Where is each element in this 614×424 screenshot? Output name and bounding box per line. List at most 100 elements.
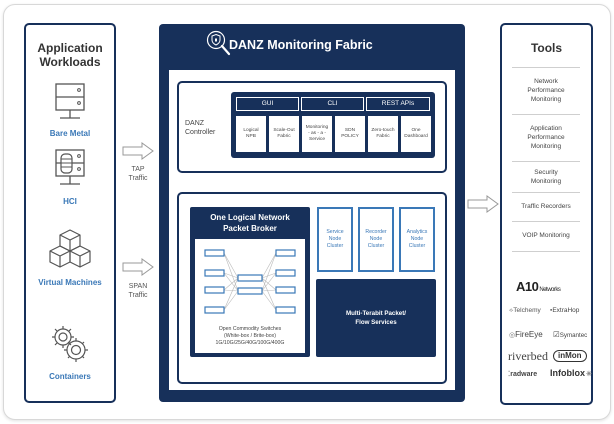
telchemy-text: Telchemy xyxy=(513,307,541,314)
tool-voip-monitoring: VOIP Monitoring xyxy=(522,231,570,239)
logical-npb-panel: One Logical Network Packet Broker xyxy=(190,207,310,357)
workload-label-bare-metal: Bare Metal xyxy=(49,129,91,138)
workload-label-virtual-machines: Virtual Machines xyxy=(38,278,102,287)
feature-text: Zero-touch xyxy=(371,128,395,133)
riverbed-logo: riverbed xyxy=(508,349,548,363)
tools-title: Tools xyxy=(530,41,563,55)
feature-text: Scale-Out xyxy=(273,128,295,133)
multi-line2: Flow Services xyxy=(355,319,397,326)
node-text: Recorder xyxy=(365,229,387,235)
fireeye-text: FireEye xyxy=(515,330,543,339)
multi-line1: Multi-Terabit Packet/ xyxy=(345,310,407,317)
feature-text: One xyxy=(411,128,421,133)
tap-arrow-icon xyxy=(122,142,154,160)
tap-label-line2: Traffic xyxy=(128,175,148,182)
caption-line2: (White-box / Brite-box) xyxy=(224,333,276,339)
a10-networks-logo: A10Networks xyxy=(516,279,561,294)
switch-fabric-diagram: Open Commodity Switches (White-box / Bri… xyxy=(195,239,305,353)
danz-controller-box: DANZ Controller GUI CLI REST APIs Logica… xyxy=(177,81,447,173)
tab-cli[interactable]: CLI xyxy=(301,97,364,111)
span-arrow-icon xyxy=(122,258,154,276)
divider xyxy=(512,161,580,162)
caption-line1: Open Commodity Switches xyxy=(218,326,282,332)
infoblox-logo: Infoblox✳ xyxy=(550,368,592,378)
node-text: Cluster xyxy=(367,243,385,249)
danz-monitoring-fabric-panel: DANZ Monitoring Fabric DANZ Controller G… xyxy=(159,24,465,402)
node-text: Node xyxy=(410,236,424,242)
tool-text: Security xyxy=(534,169,558,176)
fabric-inner-area: DANZ Controller GUI CLI REST APIs Logica… xyxy=(169,70,455,390)
feature-text: Logical xyxy=(243,128,259,133)
feature-text: SDN xyxy=(344,128,356,133)
radware-mark-icon: ⁚ xyxy=(508,371,511,378)
switch-node xyxy=(204,286,225,294)
workload-label-hci: HCI xyxy=(63,197,77,206)
infoblox-text: Infoblox xyxy=(550,368,585,378)
workloads-title: Application Workloads xyxy=(26,41,114,69)
extrahop-text: ExtraHop xyxy=(552,307,580,314)
symantec-check-icon: ☑ xyxy=(553,330,560,339)
feature-text: Fabric xyxy=(277,134,291,139)
tool-traffic-recorders: Traffic Recorders xyxy=(521,202,571,210)
node-text: Node xyxy=(369,236,383,242)
tap-traffic-label: TAP Traffic xyxy=(122,165,154,183)
feature-text: NPB xyxy=(246,134,256,139)
tool-text: Performance xyxy=(527,86,565,94)
cubes-icon xyxy=(49,229,91,268)
npb-title-line2: Packet Broker xyxy=(223,224,277,233)
feature-text: Service xyxy=(309,137,325,142)
tab-rest-apis[interactable]: REST APIs xyxy=(366,97,430,111)
feature-text: Monitoring xyxy=(305,125,329,130)
tab-gui[interactable]: GUI xyxy=(236,97,299,111)
feature-monitoring-as-a-service: Monitoring- as - a -Service xyxy=(302,116,332,152)
multi-terabit-services: Multi-Terabit Packet/Flow Services xyxy=(316,279,436,357)
divider xyxy=(512,221,580,222)
application-workloads-panel: Application Workloads Bare Metal HCI xyxy=(24,23,116,403)
extrahop-logo: ▪ExtraHop xyxy=(550,307,579,314)
infoblox-mark-icon: ✳ xyxy=(586,371,592,378)
symantec-text: Symantec xyxy=(559,332,588,339)
switch-node xyxy=(204,269,225,277)
symantec-logo: ☑Symantec xyxy=(553,330,587,339)
switch-node xyxy=(275,306,296,314)
node-text: Cluster xyxy=(408,243,426,249)
controller-label-line2: Controller xyxy=(185,129,216,136)
switch-node xyxy=(237,287,263,295)
divider xyxy=(512,192,580,193)
extrahop-mark-icon: ▪ xyxy=(550,307,553,314)
node-text: Node xyxy=(328,236,342,242)
tools-arrow-icon xyxy=(467,195,499,213)
telchemy-logo: ⟡Telchemy xyxy=(509,307,541,315)
feature-text: POLICY xyxy=(341,134,359,139)
divider xyxy=(512,114,580,115)
switch-node xyxy=(204,249,225,257)
telchemy-mark-icon: ⟡ xyxy=(509,307,514,314)
fabric-title: DANZ Monitoring Fabric xyxy=(229,38,373,52)
caption-line3: 1G/10G/25G/40G/100G/400G xyxy=(215,340,285,346)
fireeye-mark-icon: ◎ xyxy=(509,332,516,339)
tool-text: Monitoring xyxy=(530,178,562,185)
server-icon xyxy=(55,83,85,119)
feature-text: Dashboard xyxy=(404,134,428,139)
shield-search-icon xyxy=(206,30,231,56)
workloads-title-line2: Workloads xyxy=(39,55,101,69)
radware-text: radware xyxy=(510,371,538,378)
radware-logo: ⁚radware xyxy=(508,370,537,378)
packet-broker-box: One Logical Network Packet Broker xyxy=(177,192,447,384)
divider xyxy=(512,251,580,252)
npb-title: One Logical Network Packet Broker xyxy=(190,212,310,234)
controller-label: DANZ Controller xyxy=(185,119,215,137)
divider xyxy=(512,67,580,68)
switch-topology-graphic xyxy=(204,249,296,314)
